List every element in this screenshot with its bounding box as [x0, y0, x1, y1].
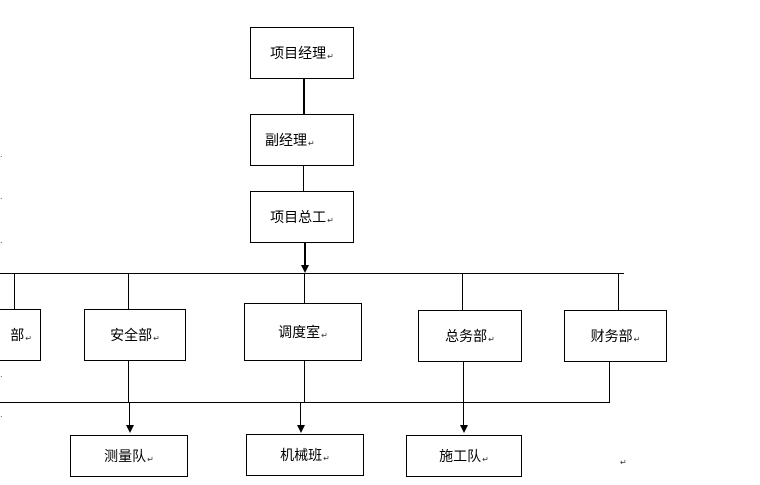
- connector-chief-bus: [304, 243, 306, 265]
- arrow-construction: [460, 425, 468, 433]
- drop-dispatch: [304, 273, 305, 303]
- rise-general-affairs: [463, 361, 464, 403]
- node-safety: 安全部↵: [84, 309, 186, 361]
- drop-safety: [128, 273, 129, 309]
- paragraph-mark: ↵: [488, 334, 495, 344]
- node-label: 部: [10, 328, 25, 344]
- node-general-affairs: 总务部↵: [418, 310, 522, 362]
- edge-tick: .: [0, 410, 3, 419]
- node-label: 机械班: [280, 448, 323, 464]
- connector-construction: [463, 402, 464, 426]
- node-label: 安全部: [110, 328, 153, 344]
- paragraph-mark: ↵: [323, 453, 330, 463]
- node-label: 项目总工: [270, 210, 327, 226]
- node-label: 项目经理: [270, 46, 327, 62]
- node-finance: 财务部↵: [564, 310, 667, 362]
- node-label: 施工队: [439, 449, 482, 465]
- paragraph-mark: ↵: [327, 51, 334, 61]
- paragraph-mark: ↵: [620, 458, 627, 467]
- top-bus-line: [0, 273, 624, 274]
- edge-tick: .: [0, 192, 3, 201]
- connector-deputy-chief: [303, 166, 304, 192]
- rise-safety: [128, 361, 129, 403]
- paragraph-mark: ↵: [308, 138, 315, 148]
- node-survey: 测量队↵: [70, 435, 188, 477]
- paragraph-mark: ↵: [153, 333, 160, 343]
- connector-survey: [129, 402, 130, 426]
- edge-tick: .: [0, 370, 3, 379]
- drop-general-affairs: [462, 273, 463, 310]
- node-chief-engineer: 项目总工↵: [250, 191, 354, 243]
- node-label: 测量队: [104, 449, 147, 465]
- node-project-manager: 项目经理↵: [250, 27, 354, 79]
- paragraph-mark: ↵: [25, 333, 32, 343]
- node-deputy-manager: 副经理↵: [250, 114, 354, 166]
- arrow-survey: [126, 425, 134, 433]
- connector-machinery: [300, 402, 301, 426]
- rise-dispatch: [304, 361, 305, 403]
- paragraph-mark: ↵: [147, 454, 154, 464]
- rise-finance: [609, 361, 610, 403]
- node-label: 副经理: [265, 133, 307, 149]
- node-left-partial: 部↵: [0, 309, 41, 361]
- drop-finance: [618, 273, 619, 310]
- arrow-machinery: [297, 425, 305, 433]
- node-label: 财务部: [590, 329, 633, 345]
- node-dispatch: 调度室↵: [244, 303, 362, 361]
- bottom-bus-line: [0, 402, 610, 403]
- node-label: 调度室: [278, 325, 321, 341]
- paragraph-mark: ↵: [633, 334, 641, 344]
- node-machinery: 机械班↵: [246, 434, 364, 476]
- edge-tick: .: [0, 236, 3, 245]
- arrow-chief-bus: [301, 265, 309, 273]
- paragraph-mark: ↵: [321, 330, 328, 340]
- paragraph-mark: ↵: [327, 215, 334, 225]
- edge-tick: .: [0, 150, 3, 159]
- node-label: 总务部: [445, 329, 488, 345]
- node-construction: 施工队↵: [406, 435, 522, 477]
- connector-manager-deputy: [303, 78, 305, 114]
- paragraph-mark: ↵: [482, 454, 489, 464]
- drop-left: [14, 273, 15, 310]
